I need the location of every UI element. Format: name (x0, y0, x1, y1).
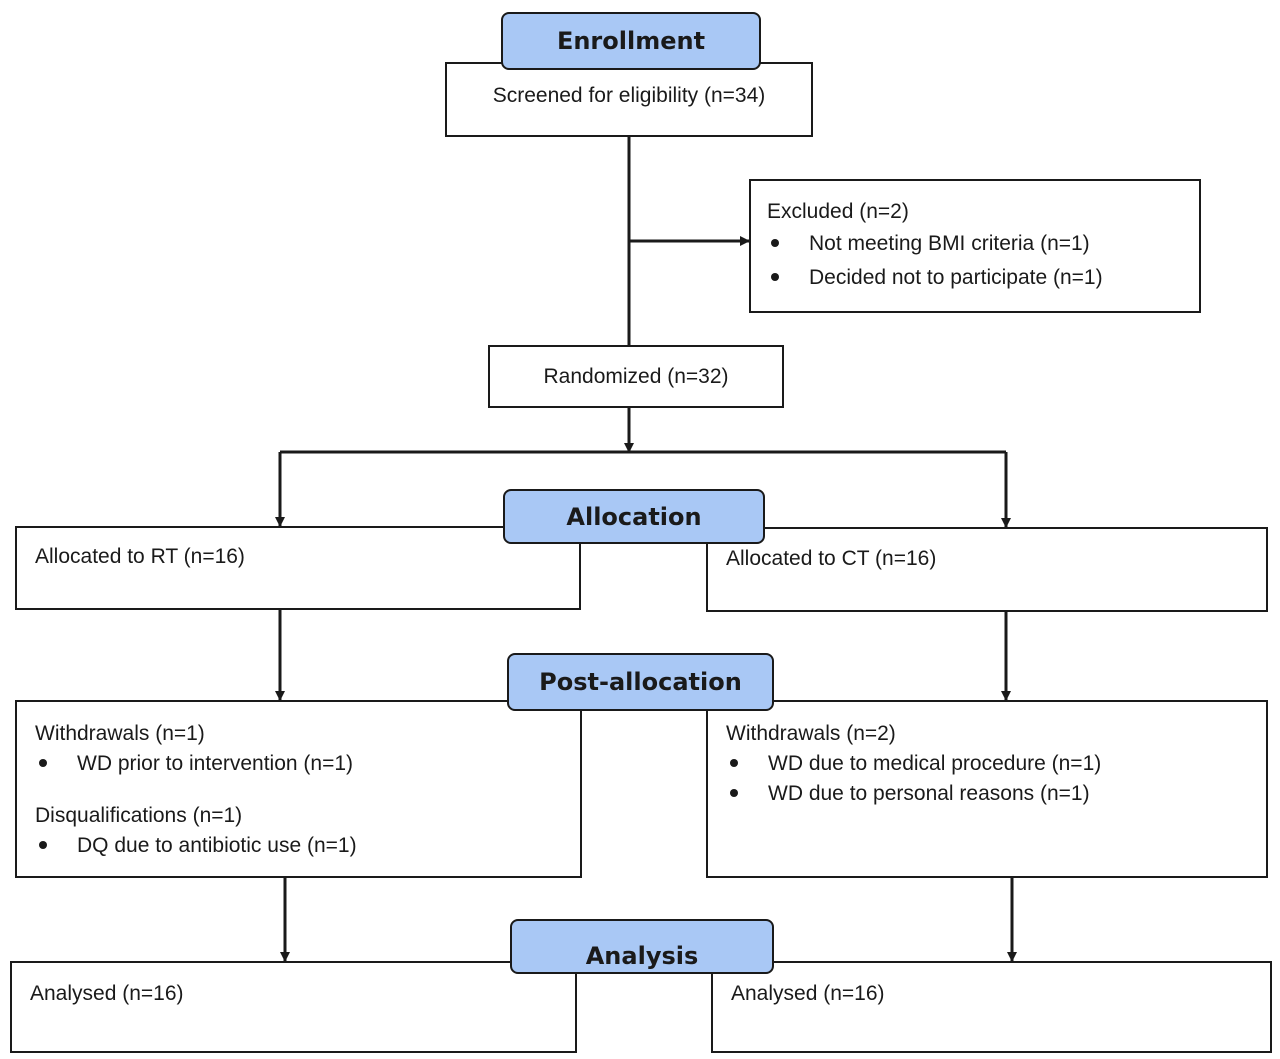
withdrawal-ct-item-text: WD due to medical procedure (n=1) (768, 752, 1102, 775)
bullet-icon (39, 841, 47, 849)
bullet-icon (730, 789, 738, 797)
analysis-ct-box: Analysed (n=16) (711, 961, 1272, 1053)
withdrawals-rt-title: Withdrawals (n=1) (35, 722, 205, 745)
screened-text: Screened for eligibility (n=34) (492, 84, 766, 107)
withdrawal-ct-item: WD due to medical procedure (n=1) (726, 749, 1266, 779)
analysis-ct-text: Analysed (n=16) (731, 982, 885, 1005)
bullet-icon (730, 759, 738, 767)
withdrawal-rt-item: WD prior to intervention (n=1) (35, 749, 580, 779)
stage-label-enrollment-text: Enrollment (556, 27, 706, 55)
withdrawal-rt-item-text: WD prior to intervention (n=1) (77, 752, 354, 775)
stage-label-allocation-text: Allocation (566, 502, 702, 531)
disqualifications-rt-title: Disqualifications (n=1) (35, 804, 243, 827)
analysis-rt-box: Analysed (n=16) (10, 961, 577, 1053)
allocated-rt-box: Allocated to RT (n=16) (15, 526, 581, 610)
stage-label-analysis: Analysis (510, 919, 774, 974)
stage-label-allocation: Allocation (503, 489, 765, 544)
stage-label-post-allocation: Post-allocation (507, 653, 774, 711)
excluded-box: Excluded (n=2) Not meeting BMI criteria … (749, 179, 1201, 313)
allocated-ct-box: Allocated to CT (n=16) (706, 527, 1268, 612)
stage-label-analysis-text: Analysis (585, 942, 699, 970)
excluded-title: Excluded (n=2) (767, 200, 909, 223)
bullet-icon (771, 239, 779, 247)
post-allocation-rt-box: Withdrawals (n=1) WD prior to interventi… (15, 700, 582, 878)
excluded-item-text: Decided not to participate (n=1) (809, 266, 1103, 289)
excluded-item: Not meeting BMI criteria (n=1) (767, 229, 1199, 259)
bullet-icon (39, 759, 47, 767)
withdrawal-ct-item: WD due to personal reasons (n=1) (726, 779, 1266, 809)
excluded-item: Decided not to participate (n=1) (767, 263, 1199, 293)
randomized-text: Randomized (n=32) (543, 364, 729, 388)
randomized-box: Randomized (n=32) (488, 345, 784, 408)
withdrawals-ct-title: Withdrawals (n=2) (726, 722, 896, 745)
analysis-rt-text: Analysed (n=16) (30, 982, 184, 1005)
stage-label-enrollment: Enrollment (501, 12, 761, 70)
stage-label-post-allocation-text: Post-allocation (539, 668, 742, 696)
bullet-icon (771, 273, 779, 281)
allocated-ct-text: Allocated to CT (n=16) (726, 547, 937, 570)
disqualification-rt-item-text: DQ due to antibiotic use (n=1) (77, 834, 357, 857)
withdrawal-ct-item-text: WD due to personal reasons (n=1) (768, 782, 1090, 805)
allocated-rt-text: Allocated to RT (n=16) (35, 545, 245, 568)
screened-box: Screened for eligibility (n=34) (445, 62, 813, 137)
excluded-item-text: Not meeting BMI criteria (n=1) (809, 232, 1090, 255)
disqualification-rt-item: DQ due to antibiotic use (n=1) (35, 831, 580, 861)
post-allocation-ct-box: Withdrawals (n=2) WD due to medical proc… (706, 700, 1268, 878)
